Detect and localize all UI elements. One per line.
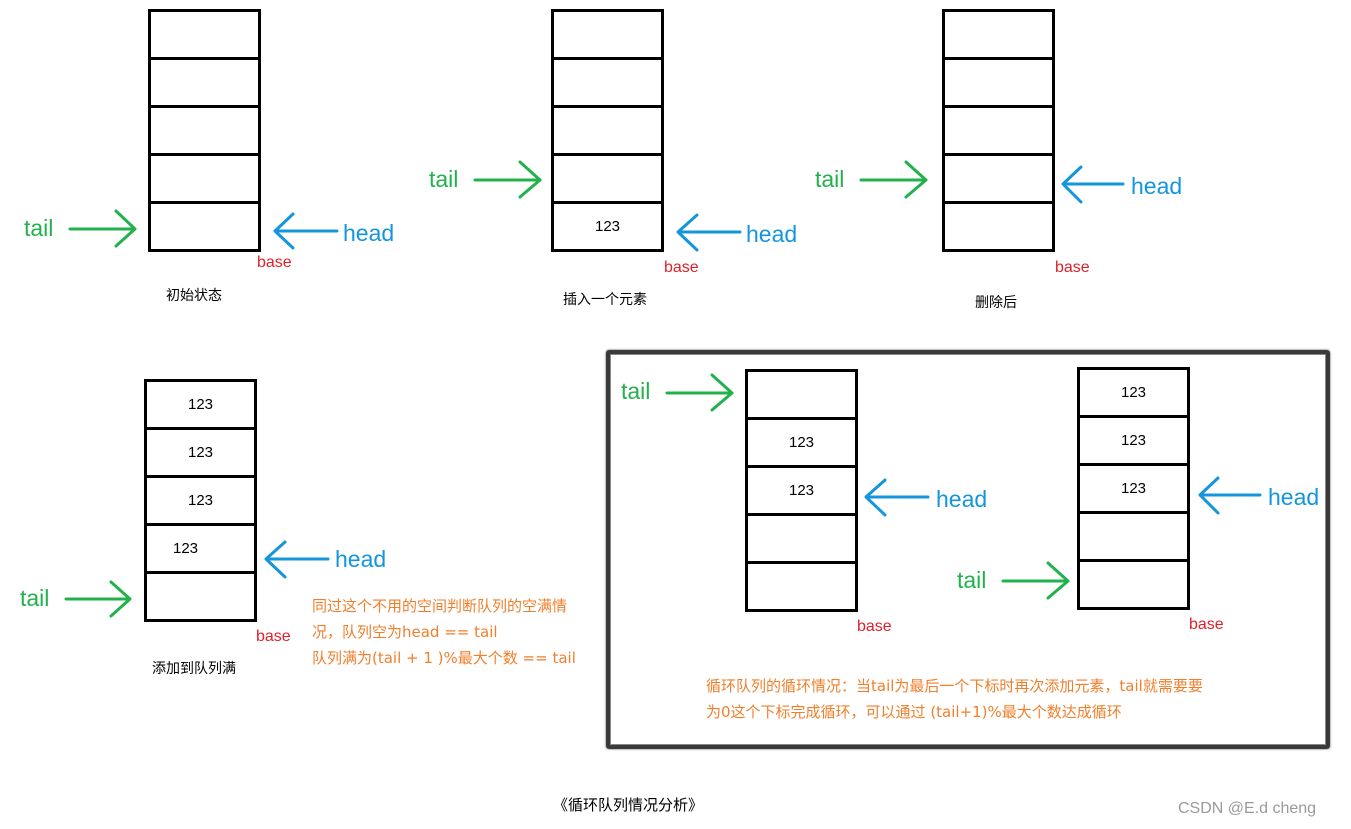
base-label: base bbox=[256, 628, 291, 645]
head-label: head bbox=[746, 221, 798, 247]
note-line: 况，队列空为head == tail bbox=[312, 623, 498, 641]
tail-label: tail bbox=[24, 215, 54, 241]
queue-cell bbox=[945, 156, 1052, 204]
queue-cell: 123 bbox=[147, 382, 254, 430]
queue-stack-initial bbox=[148, 9, 261, 252]
note-full-condition: 同过这个不用的空间判断队列的空满情 况，队列空为head == tail 队列满… bbox=[312, 593, 576, 671]
queue-cell bbox=[748, 372, 855, 420]
tail-label: tail bbox=[957, 567, 987, 593]
queue-cell bbox=[151, 108, 258, 156]
queue-cell: 123 bbox=[147, 478, 254, 526]
caption-delete: 删除后 bbox=[975, 295, 1017, 311]
queue-cell bbox=[554, 156, 661, 204]
head-label: head bbox=[1268, 484, 1320, 510]
queue-cell bbox=[1080, 514, 1187, 562]
tail-label: tail bbox=[815, 166, 845, 192]
queue-cell: 123 bbox=[594, 218, 621, 235]
queue-stack-delete bbox=[942, 9, 1055, 252]
note-line: 循环队列的循环情况：当tail为最后一个下标时再次添加元素，tail就需要要 bbox=[706, 677, 1203, 695]
note-line: 队列满为(tail + 1 )%最大个数 == tail bbox=[312, 649, 576, 667]
head-arrow bbox=[1198, 476, 1262, 515]
head-label: head bbox=[936, 486, 988, 512]
note-line: 同过这个不用的空间判断队列的空满情 bbox=[312, 597, 568, 615]
tail-label: tail bbox=[621, 378, 651, 404]
note-line: 为0这个下标完成循环，可以通过 (tail+1)%最大个数达成循环 bbox=[706, 703, 1122, 721]
queue-cell bbox=[945, 60, 1052, 108]
queue-cell bbox=[151, 156, 258, 204]
queue-stack-circular-a: 123 123 bbox=[745, 369, 858, 612]
head-arrow bbox=[1061, 165, 1125, 204]
queue-cell: 123 bbox=[147, 430, 254, 478]
base-label: base bbox=[664, 259, 699, 276]
csdn-watermark: CSDN @E.d cheng bbox=[1178, 800, 1317, 817]
head-label: head bbox=[343, 220, 395, 246]
queue-cell bbox=[554, 12, 661, 60]
queue-cell bbox=[748, 516, 855, 564]
circular-case-frame bbox=[606, 350, 1330, 749]
queue-stack-full: 123 123 123 123 bbox=[144, 379, 257, 622]
queue-cell bbox=[151, 60, 258, 108]
queue-cell bbox=[945, 108, 1052, 156]
queue-cell: 123 bbox=[748, 468, 855, 516]
tail-arrow bbox=[1001, 561, 1070, 600]
queue-cell bbox=[1080, 562, 1187, 607]
base-label: base bbox=[1055, 259, 1090, 276]
head-arrow bbox=[864, 478, 930, 517]
tail-arrow bbox=[473, 160, 542, 199]
head-arrow bbox=[676, 213, 742, 252]
head-label: head bbox=[1131, 173, 1183, 199]
tail-arrow bbox=[64, 580, 132, 618]
tail-arrow bbox=[665, 373, 734, 412]
queue-cell: 123 bbox=[1080, 370, 1187, 418]
tail-label: tail bbox=[429, 166, 459, 192]
queue-cell bbox=[945, 12, 1052, 60]
tail-arrow bbox=[68, 209, 137, 248]
queue-stack-insert: 123 bbox=[551, 9, 664, 252]
head-label: head bbox=[335, 546, 387, 572]
caption-initial: 初始状态 bbox=[166, 288, 222, 304]
queue-cell bbox=[151, 204, 258, 249]
queue-cell bbox=[748, 564, 855, 609]
base-label: base bbox=[257, 254, 292, 271]
tail-label: tail bbox=[20, 585, 50, 611]
queue-cell: 123 bbox=[1080, 466, 1187, 514]
queue-cell: 123 bbox=[147, 526, 254, 574]
queue-cell bbox=[151, 12, 258, 60]
queue-cell: 123 bbox=[748, 420, 855, 468]
queue-cell: 123 bbox=[1080, 418, 1187, 466]
queue-stack-circular-b: 123 123 123 bbox=[1077, 367, 1190, 610]
queue-cell bbox=[554, 60, 661, 108]
caption-full: 添加到队列满 bbox=[152, 661, 236, 677]
caption-insert: 插入一个元素 bbox=[563, 292, 647, 308]
base-label: base bbox=[857, 618, 892, 635]
tail-arrow bbox=[859, 160, 928, 199]
queue-cell bbox=[945, 204, 1052, 249]
head-arrow bbox=[264, 540, 330, 579]
queue-cell bbox=[147, 574, 254, 619]
note-circular-condition: 循环队列的循环情况：当tail为最后一个下标时再次添加元素，tail就需要要 为… bbox=[706, 673, 1203, 725]
queue-cell bbox=[554, 108, 661, 156]
figure-caption: 《循环队列情况分析》 bbox=[553, 796, 704, 814]
head-arrow bbox=[273, 212, 339, 250]
base-label: base bbox=[1189, 616, 1224, 633]
